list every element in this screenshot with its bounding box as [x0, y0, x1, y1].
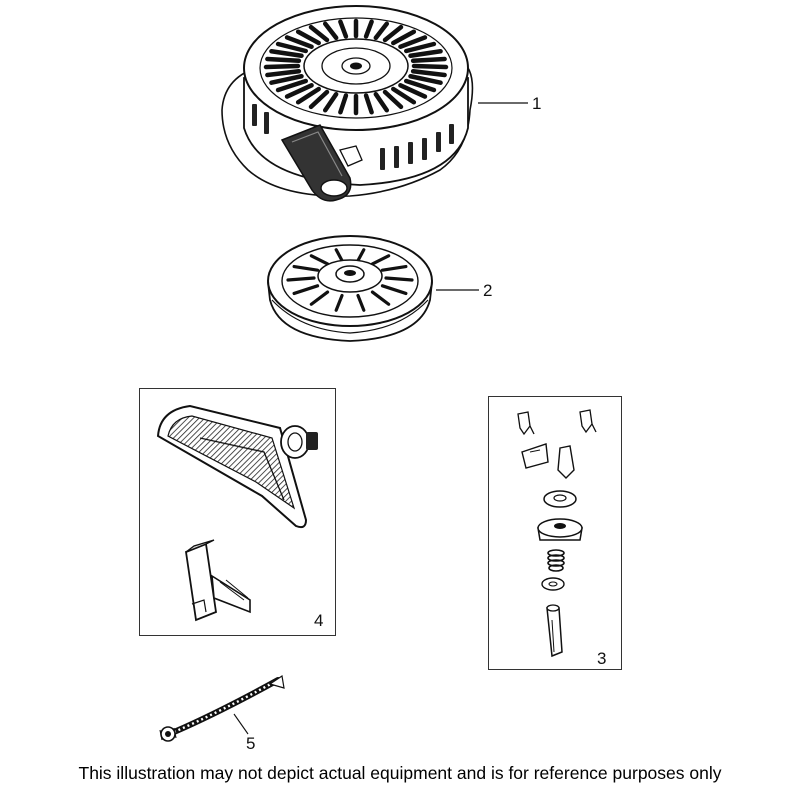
callout-2: 2	[483, 281, 493, 300]
handle-kit-box	[139, 388, 336, 636]
callout-5: 5	[246, 734, 256, 753]
pawl-kit-box	[488, 396, 622, 670]
starter-handle-kit-icon	[156, 404, 318, 622]
pawl-kit-icon	[517, 409, 597, 658]
callout-4: 4	[314, 611, 324, 630]
recoil-starter-housing-icon	[221, 5, 474, 202]
starter-pulley-icon	[267, 235, 433, 342]
callout-1: 1	[532, 94, 542, 113]
callout-3: 3	[597, 649, 607, 668]
starter-rope-icon	[159, 674, 285, 742]
disclaimer-text: This illustration may not depict actual …	[78, 763, 722, 783]
